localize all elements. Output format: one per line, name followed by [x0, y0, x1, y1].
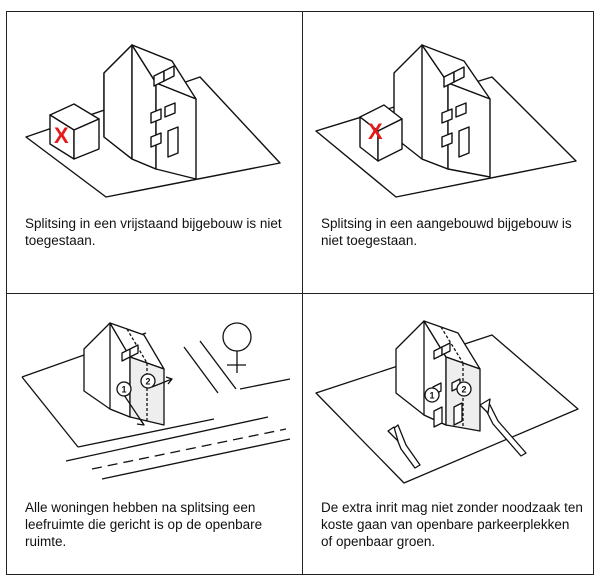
panel-facing-public-space: 1 2 Alle woningen hebben na splitsing ee… [6, 293, 300, 573]
dwelling-1-marker [116, 381, 132, 397]
panel-caption: Splitsing in een vrijstaand bijgebouw is… [25, 216, 282, 248]
dwelling-2-label: 2 [461, 385, 466, 395]
forbidden-mark: X [54, 123, 69, 148]
illustration-attached-outbuilding: X [315, 44, 577, 198]
panel-caption: Splitsing in een aangebouwd bijgebouw is… [321, 216, 572, 248]
illustration-detached-outbuilding: X [25, 44, 281, 198]
dwelling-2-marker [456, 381, 472, 397]
dwelling-2-label: 2 [145, 377, 150, 387]
panel-extra-driveway: 1 2 De extra inrit mag niet zonder noodz… [302, 293, 596, 573]
panel-caption: Alle woningen hebben na splitsing een le… [25, 500, 263, 549]
illustration-facing-public-space: 1 2 [21, 322, 291, 480]
dwelling-1-label: 1 [429, 391, 434, 401]
illustration-extra-driveway: 1 2 [315, 320, 579, 484]
panel-attached-outbuilding: X Splitsing in een aangebouwd bijgebouw … [302, 11, 596, 291]
grid-divider-horizontal [6, 293, 594, 294]
dwelling-1-label: 1 [121, 385, 126, 395]
forbidden-mark: X [368, 119, 383, 144]
panel-caption: De extra inrit mag niet zonder noodzaak … [321, 500, 583, 549]
panel-detached-outbuilding: X Splitsing in een vrijstaand bijgebouw … [6, 11, 300, 291]
dwelling-1-marker [424, 387, 440, 403]
dwelling-2-marker [140, 373, 156, 389]
